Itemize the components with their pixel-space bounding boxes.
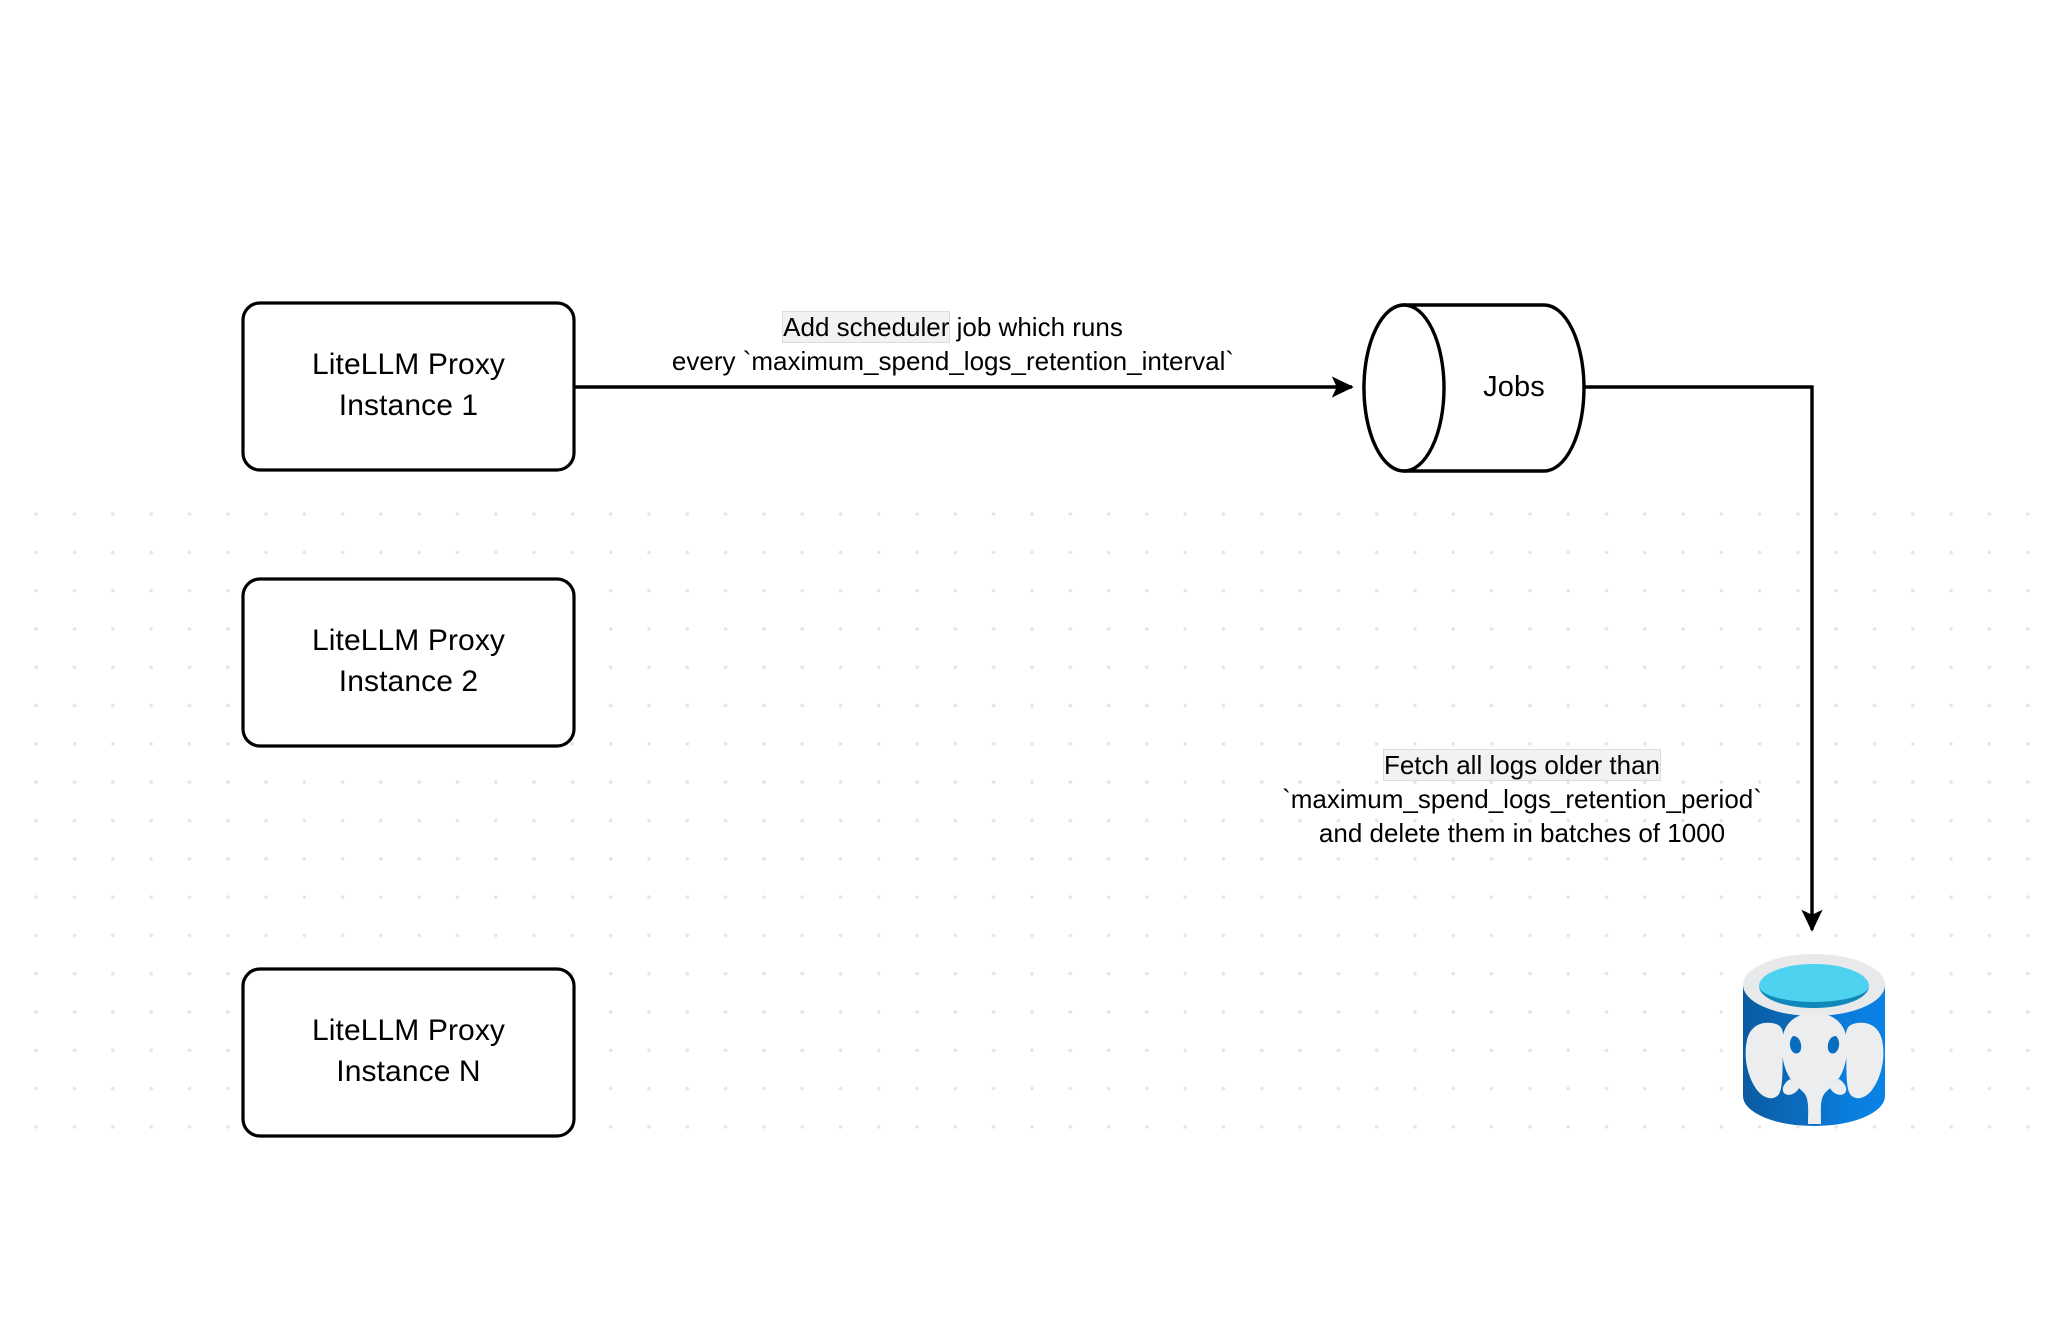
proxy-instance-n-box[interactable]: [241, 967, 576, 1138]
postgresql-elephant-icon: [1745, 1013, 1884, 1124]
edge-proxy-to-jobs-label: Add scheduler job which runs every `maxim…: [598, 310, 1308, 378]
proxy-instance-2-box[interactable]: [241, 577, 576, 748]
postgres-database-icon[interactable]: [1743, 954, 1885, 1126]
jobs-queue-cylinder[interactable]: [1362, 303, 1586, 473]
edge-jobs-to-postgres: [1584, 385, 1823, 932]
edge-proxy-to-jobs-label-line1-rest: job which runs: [949, 312, 1123, 342]
proxy-instance-1-box[interactable]: [241, 301, 576, 472]
edge-jobs-to-postgres-label-line1: Fetch all logs older than: [1383, 750, 1661, 780]
edge-proxy-to-jobs-label-line1-highlight: Add scheduler: [783, 312, 950, 342]
edge-jobs-to-postgres-label: Fetch all logs older than `maximum_spend_…: [1252, 748, 1792, 850]
edge-jobs-to-postgres-label-line2: `maximum_spend_logs_retention_period`: [1282, 784, 1762, 814]
edge-proxy-to-jobs-label-line2: every `maximum_spend_logs_retention_inte…: [671, 346, 1235, 376]
edge-jobs-to-postgres-label-line3: and delete them in batches of 1000: [1318, 818, 1726, 848]
